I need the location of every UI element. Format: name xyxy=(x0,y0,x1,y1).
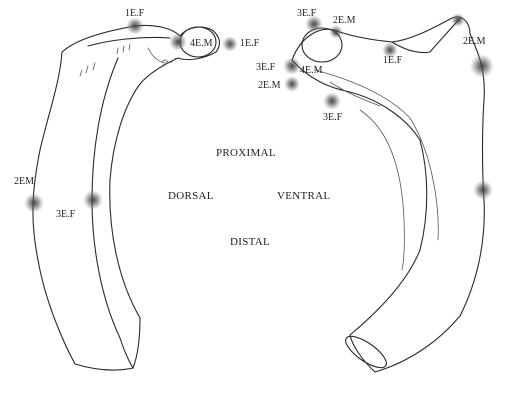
right-bone-distal-end xyxy=(341,331,391,373)
marker-right-tip xyxy=(451,13,465,27)
right-bone-inner-line-2 xyxy=(360,110,404,270)
left-bone-inner-line xyxy=(92,58,133,368)
marker-left-top xyxy=(126,17,144,35)
marker-right-bottom xyxy=(323,92,341,110)
label-dorsal: DORSAL xyxy=(168,190,214,202)
marker-left-midleft xyxy=(24,193,44,213)
label-ventral: VENTRAL xyxy=(277,190,330,202)
label-right-leftcenter: 4E.M xyxy=(300,65,323,76)
label-right-topleft: 3E.F xyxy=(297,8,317,19)
marker-right-side-top xyxy=(470,54,494,78)
label-right-leftupper: 3E.F xyxy=(256,62,276,73)
label-left-midright: 3E.F xyxy=(56,209,76,220)
label-right-leftlower: 2E.M xyxy=(258,80,281,91)
label-right-center: 1E.F xyxy=(383,55,403,66)
left-bone-neck xyxy=(88,37,170,46)
label-right-bottom: 3E.F xyxy=(323,112,343,123)
left-bone-hatches xyxy=(80,44,130,76)
direction-labels: PROXIMAL DORSAL VENTRAL DISTAL xyxy=(168,147,330,248)
label-distal: DISTAL xyxy=(230,236,270,248)
marker-right-topmid xyxy=(329,25,343,39)
label-right-topmid: 2E.M xyxy=(333,15,356,26)
marker-right-leftlower xyxy=(284,76,300,92)
label-left-midleft: 2EM xyxy=(14,176,34,187)
marker-right-side-mid xyxy=(473,180,493,200)
marker-left-midright xyxy=(83,190,103,210)
label-left-top: 1E.F xyxy=(125,8,145,19)
label-right-righttop: 2E.M xyxy=(463,36,486,47)
marker-left-head xyxy=(169,33,187,51)
left-bone-labels: 1E.F 4E.M 1E.F 2EM 3E.F xyxy=(14,8,260,220)
marker-left-right xyxy=(222,36,238,52)
label-left-right: 1E.F xyxy=(240,38,260,49)
label-proximal: PROXIMAL xyxy=(216,147,276,159)
label-left-head: 4E.M xyxy=(190,38,213,49)
marker-right-leftupper xyxy=(283,57,301,75)
